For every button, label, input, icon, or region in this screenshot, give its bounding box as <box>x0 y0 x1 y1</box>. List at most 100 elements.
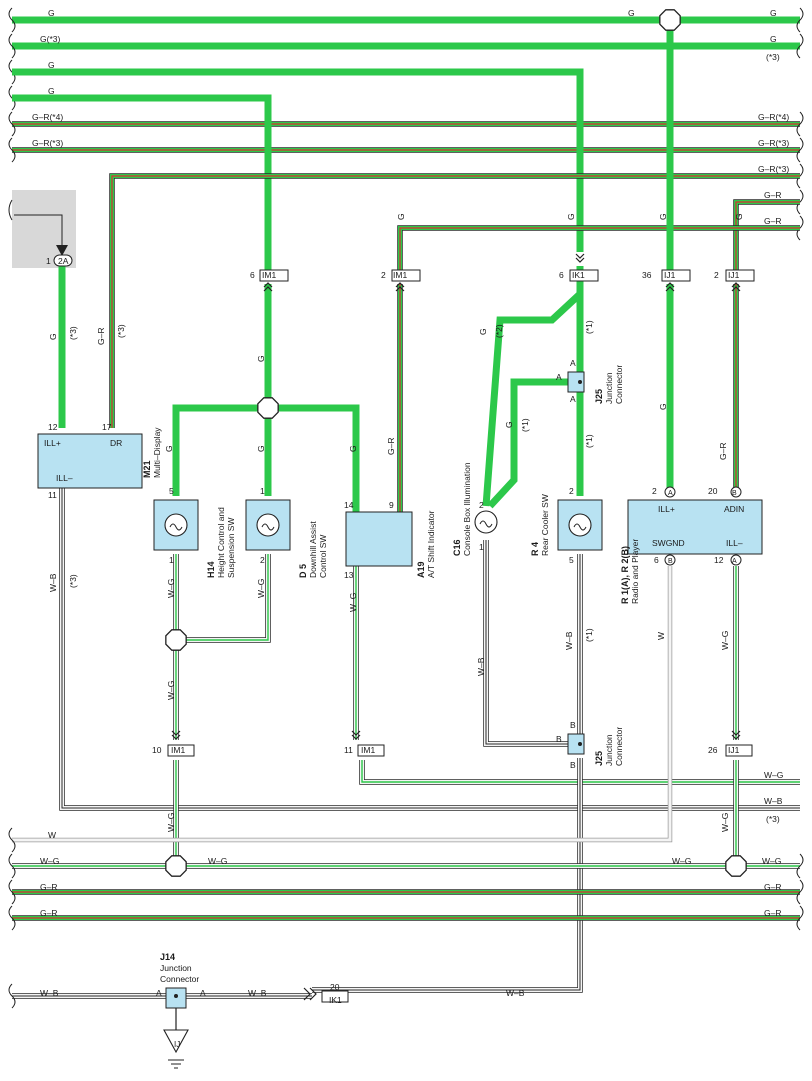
m21-name: Multi–Display <box>152 427 162 478</box>
chevron-down-icon <box>351 730 361 740</box>
j25a-pin-a1: A <box>570 358 576 368</box>
connector-pin: 11 <box>344 745 353 755</box>
j25a-name: Junction <box>604 372 614 404</box>
wire-label: W–G <box>166 681 176 700</box>
r4-lamp-icon-filament <box>573 523 587 531</box>
bus-label: G–R(*3) <box>758 138 789 148</box>
ground-icon <box>163 1029 189 1054</box>
splice-im1a <box>257 397 279 419</box>
r1-pin-ill-plus: ILL+ <box>658 504 675 514</box>
pane-arrow-wire <box>14 214 63 252</box>
bus-label: W–G <box>40 856 59 866</box>
wire-gr-m21-outline <box>109 173 800 428</box>
bus-note: (*3) <box>766 52 780 62</box>
bus-break-left <box>8 983 16 1009</box>
j14-dot <box>174 994 178 998</box>
wire-label: W <box>656 632 666 640</box>
wires-layer <box>8 7 804 1009</box>
j25a-pin-a2: A <box>556 372 562 382</box>
h14-pin-5: 5 <box>169 486 174 496</box>
r1-pin-swgnd: SWGND <box>652 538 685 548</box>
bus-label: W–G <box>762 856 781 866</box>
r4-name: Rear Cooler SW <box>540 494 550 556</box>
wire-label: G <box>164 445 174 452</box>
bus-break-right <box>796 905 804 931</box>
component-a19 <box>345 511 413 567</box>
a19-pin-14: 14 <box>344 500 354 510</box>
c16-code: C16 <box>452 539 462 556</box>
connector-pin: 1 <box>46 256 51 266</box>
r1-conn-a: A <box>668 490 673 497</box>
r1-pin-adin: ADIN <box>724 504 744 514</box>
wire-note: (*1) <box>584 434 594 448</box>
wire-label: G <box>478 328 488 335</box>
r4-code: R 4 <box>530 542 540 556</box>
wire-wg-row-stripe <box>361 760 800 783</box>
wire-label: W–G <box>720 813 730 832</box>
connector-ik1-a <box>569 269 599 282</box>
wire-note: (*1) <box>584 628 594 642</box>
splice-wg <box>165 629 187 651</box>
r1-conn-b2: B <box>668 558 673 565</box>
j14-name: Junction <box>160 963 192 973</box>
wire-label: G <box>658 213 668 220</box>
bus-label: W–B <box>248 988 267 998</box>
connector-ij1-b <box>725 269 755 282</box>
bus-label: G <box>628 8 635 18</box>
wire-gr-im1b <box>398 226 800 270</box>
h14-lamp-icon <box>164 513 188 537</box>
j25b-name: Junction <box>604 734 614 766</box>
bus-label: W–G <box>764 770 783 780</box>
h14-name-1: Height Control and <box>216 507 226 578</box>
wire-wb-c16-outline <box>483 540 572 747</box>
bus-label: G <box>48 60 55 70</box>
wire-note: (*1) <box>520 418 530 432</box>
c16-lamp-icon-filament <box>479 520 493 528</box>
bus-label: G–R(*4) <box>32 112 63 122</box>
d5-code: D 5 <box>298 564 308 578</box>
wire-wb-r4-down-outline <box>312 758 583 993</box>
a19-code: A19 <box>416 561 426 578</box>
bus-label: W–G <box>208 856 227 866</box>
bus-label: G <box>770 8 777 18</box>
bus-break-right <box>796 7 804 33</box>
wire-wb-r4-down <box>312 758 582 992</box>
wire-label: G <box>48 333 58 340</box>
chevron-down-icon <box>171 730 181 740</box>
connector-ik1-b <box>321 990 349 1003</box>
wire-label: G <box>256 445 266 452</box>
pane-arrow-icon <box>56 245 68 256</box>
h14-name-2: Suspension SW <box>226 518 236 578</box>
r1-pin-6: 6 <box>654 555 659 565</box>
connector-ij1-c <box>725 744 753 757</box>
wire-w-r1-outline <box>12 566 673 843</box>
bus-label: W–B <box>506 988 525 998</box>
bus-break-left <box>8 879 16 905</box>
bus-label: G–R(*3) <box>32 138 63 148</box>
j14-pin-a2: A <box>200 988 206 998</box>
wire-w-r1 <box>12 566 672 842</box>
h14-pin-1: 1 <box>169 555 174 565</box>
bus-label: G–R <box>764 908 781 918</box>
c16-name: Console Box Illumination <box>462 462 472 556</box>
wire-note: (*3) <box>68 326 78 340</box>
chevron-up-icon <box>263 282 273 292</box>
component-r1 <box>627 499 763 555</box>
connector-labels: 1 2A 6 IM1 2 IM1 6 IK1 36 IJ1 2 IJ1 10 I… <box>46 256 740 1005</box>
bus-break-left <box>8 111 16 137</box>
m21-pin-17: 17 <box>102 422 112 432</box>
m21-pin-dr: DR <box>110 438 122 448</box>
connector-name: 2A <box>58 256 69 266</box>
bus-break-left <box>8 853 16 879</box>
j14-pin-a1: A <box>156 988 162 998</box>
connector-2a <box>53 254 73 267</box>
wire-label: G <box>348 445 358 452</box>
m21-pin-ill-plus: ILL+ <box>44 438 61 448</box>
m21-pin-ill-minus: ILL– <box>56 473 73 483</box>
bus-break-right <box>796 33 804 59</box>
bus-note: (*3) <box>766 814 780 824</box>
bus-label: W <box>48 830 56 840</box>
wire-label: W–B <box>48 573 58 592</box>
wire-label: W–G <box>166 579 176 598</box>
